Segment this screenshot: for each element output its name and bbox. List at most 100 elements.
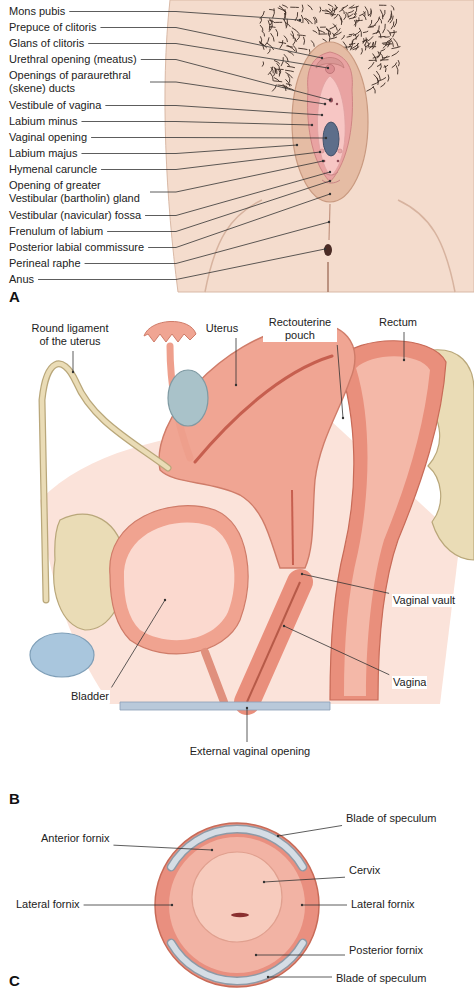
- hair-strand: [293, 39, 296, 45]
- hair-strand: [366, 86, 373, 91]
- hymenal-caruncle: [338, 149, 342, 153]
- hair-strand: [377, 52, 381, 59]
- part-label: Uterus: [205, 322, 239, 335]
- vaginal-opening: [323, 122, 339, 156]
- leader-dot: [263, 881, 265, 883]
- hair-strand: [303, 37, 304, 45]
- hair-strand: [334, 28, 340, 34]
- leader-line: [302, 905, 347, 906]
- hair-strand: [378, 30, 381, 38]
- hair-strand: [260, 25, 263, 31]
- hair-strand: [262, 31, 265, 37]
- hair-strand: [276, 29, 278, 36]
- leader-dot: [319, 151, 321, 153]
- leader-dot: [324, 248, 326, 250]
- hair-strand: [279, 42, 286, 43]
- hair-strand: [277, 63, 280, 69]
- leader-dot: [211, 849, 213, 851]
- part-label: Anterior fornix: [40, 832, 110, 845]
- part-label: External vaginal opening: [189, 745, 311, 758]
- hair-strand: [349, 43, 355, 44]
- hair-strand: [379, 5, 386, 6]
- speculum-blade-outline: [171, 829, 303, 867]
- hair-strand: [341, 35, 344, 39]
- hair-strand: [330, 8, 332, 13]
- hair-strand: [274, 78, 280, 82]
- hair-strand: [377, 63, 381, 66]
- hair-strand: [284, 13, 285, 21]
- leader-line: [337, 345, 343, 418]
- hair-strand: [354, 20, 356, 27]
- leader-dot: [329, 180, 331, 182]
- part-label: Vagina: [392, 676, 427, 689]
- hair-strand: [285, 70, 294, 72]
- bladder: [110, 506, 248, 654]
- hair-strand: [383, 43, 387, 49]
- leader-dot: [299, 19, 301, 21]
- sagittal-section: [30, 321, 474, 710]
- hair-strand: [380, 10, 383, 20]
- vagina: [247, 582, 300, 702]
- part-label: Openings of paraurethral (skene) ducts: [8, 69, 147, 95]
- hair-strand: [377, 78, 379, 85]
- part-label: Vestibular (navicular) fossa: [8, 209, 142, 222]
- hair-strand: [398, 60, 399, 66]
- leader-line: [113, 845, 212, 850]
- vaginal-lumen: [247, 582, 300, 702]
- hair-strand: [273, 8, 275, 18]
- hair-strand: [394, 19, 397, 27]
- hair-strand: [290, 7, 299, 8]
- anus: [324, 244, 332, 256]
- leader-dot: [246, 707, 248, 709]
- leader-dot: [235, 384, 237, 386]
- leader-line: [302, 574, 389, 593]
- hair-strand: [378, 77, 386, 81]
- speculum-blade: [171, 829, 303, 867]
- hair-strand: [320, 27, 326, 28]
- hair-strand: [383, 24, 386, 33]
- hair-strand: [389, 32, 397, 33]
- hair-strand: [372, 42, 374, 47]
- leader-line: [268, 977, 332, 978]
- hair-strand: [313, 30, 317, 33]
- part-label: Mons pubis: [8, 5, 66, 18]
- hair-strand: [285, 62, 289, 66]
- part-label: Anus: [8, 273, 35, 286]
- hair-strand: [275, 22, 282, 23]
- hair-strand: [268, 20, 270, 30]
- hair-strand: [348, 10, 354, 13]
- hair-strand: [330, 14, 335, 16]
- round-ligament: [42, 364, 168, 600]
- hair-strand: [373, 87, 375, 94]
- leader-dot: [301, 904, 303, 906]
- leader-dot: [403, 359, 405, 361]
- leader-dot: [342, 417, 344, 419]
- cervical-canal: [292, 490, 293, 565]
- hair-strand: [278, 8, 287, 13]
- part-label: Labium majus: [8, 147, 78, 160]
- panel-letter: A: [8, 288, 21, 305]
- glans: [326, 65, 335, 74]
- duct-opening: [324, 103, 326, 105]
- leader-line: [150, 82, 325, 104]
- hair-strand: [279, 69, 280, 76]
- part-label: Vaginal opening: [8, 131, 88, 144]
- hair-strand: [262, 61, 264, 66]
- hair-strand: [363, 31, 368, 33]
- hair-strand: [344, 14, 346, 20]
- leader-line: [404, 332, 405, 360]
- rectum: [330, 341, 446, 700]
- leader-dot: [301, 573, 303, 575]
- hair-strand: [333, 7, 338, 11]
- part-label: Vaginal vault: [392, 594, 456, 607]
- duct-opening: [336, 103, 338, 105]
- leader-dot: [321, 114, 323, 116]
- hair-strand: [319, 33, 328, 34]
- hair-strand: [349, 17, 357, 19]
- hair-strand: [364, 11, 366, 16]
- speculum-blade-outline: [171, 943, 303, 981]
- leader-line: [105, 106, 322, 116]
- rectum-lumen: [344, 356, 430, 696]
- part-label: Blade of speculum: [345, 812, 438, 825]
- hair-strand: [393, 30, 395, 37]
